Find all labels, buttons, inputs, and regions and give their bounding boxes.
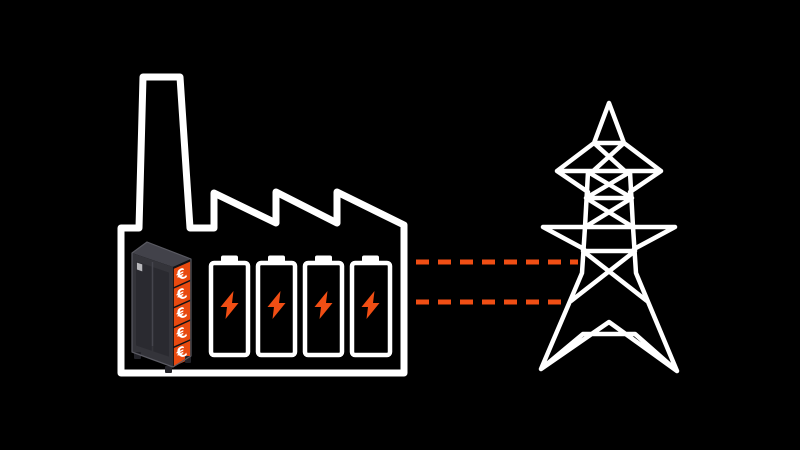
cabinet-module-tiles — [173, 261, 191, 367]
battery-body — [208, 260, 251, 358]
power-connections — [416, 259, 578, 305]
module-tile — [173, 321, 191, 347]
cabinet-top-face — [132, 242, 191, 267]
cabinet-doors — [136, 261, 169, 357]
cabinet-door-right — [153, 267, 169, 357]
battery-icon — [255, 255, 298, 358]
battery-storage-cabinet: € € € € € — [131, 241, 192, 373]
cabinet-badge — [136, 262, 143, 272]
lightning-icon — [220, 291, 239, 319]
battery-icon — [349, 255, 393, 358]
module-tile — [173, 261, 191, 287]
battery-body — [349, 260, 393, 358]
lightning-icon — [314, 291, 333, 319]
battery-icon — [208, 255, 251, 358]
cabinet-edge-highlight — [131, 241, 192, 368]
cabinet-foot — [185, 356, 191, 363]
module-tile — [173, 281, 191, 307]
battery-group — [208, 255, 393, 358]
lightning-icon — [267, 291, 286, 319]
battery-body — [255, 260, 298, 358]
module-tile — [173, 301, 191, 327]
transmission-tower-icon — [538, 100, 680, 374]
cabinet-door-left — [136, 261, 152, 351]
battery-body — [302, 260, 345, 358]
battery-icon — [302, 255, 345, 358]
tower-lattice — [538, 100, 680, 374]
lightning-icon — [361, 291, 380, 319]
cabinet-foot — [165, 366, 172, 373]
factory-outline — [117, 73, 408, 377]
factory-icon — [117, 73, 408, 377]
